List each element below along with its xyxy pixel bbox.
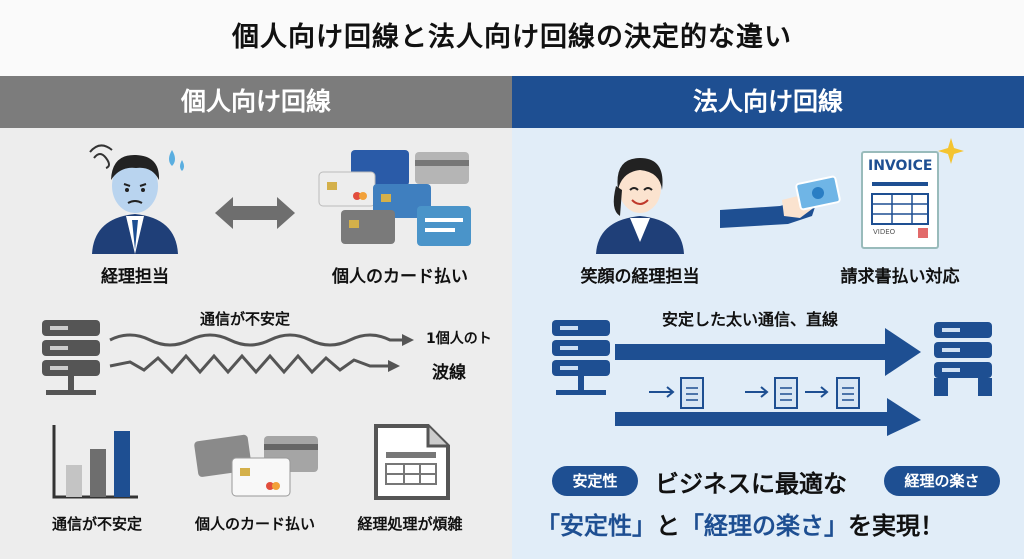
double-arrow-icon [215, 197, 295, 229]
document-icon [374, 424, 450, 500]
slogan-accounting: 「経理の楽さ」 [680, 512, 848, 540]
tagline-mid: ビジネスに最適な [655, 470, 847, 498]
wave-label: 波線 [432, 363, 466, 383]
cards-label: 個人のカード払い [332, 267, 468, 287]
unstable-signal-waves [109, 333, 414, 375]
server-icon-left [552, 320, 610, 395]
hand-payment-icon [720, 175, 841, 228]
slogan-and: と [656, 512, 680, 540]
stable-connection-arrows [615, 328, 921, 436]
network-label: 通信が不安定 [200, 310, 291, 328]
bottom-label-3: 経理処理が煩雑 [357, 515, 463, 533]
invoice-label: 請求書払い対応 [840, 267, 960, 287]
invoice-small-text: VIDEO [873, 228, 896, 236]
server-icon [42, 320, 100, 395]
pill-stable: 安定性 [552, 466, 638, 496]
credit-cards-icon [318, 150, 471, 246]
smiling-person-label: 笑顔の経理担当 [580, 267, 700, 287]
bottom-label-1: 通信が不安定 [51, 515, 142, 533]
page-title: 個人向け回線と法人向け回線の決定的な違い [0, 0, 1024, 76]
person-label: 経理担当 [101, 267, 169, 287]
sparkle-icon [938, 138, 964, 164]
slogan-stable: 「安定性」 [536, 512, 656, 540]
invoice-text: INVOICE [868, 158, 933, 174]
bottom-label-2: 個人のカード払い [194, 515, 315, 533]
worried-person-icon [89, 144, 184, 254]
invoice-icon [861, 151, 939, 249]
slogan: 「安定性」と「経理の楽さ」を実現！ [536, 506, 944, 541]
pill-accounting: 経理の楽さ [884, 466, 1000, 496]
smiling-person-icon [596, 158, 684, 254]
right-header: 法人向け回線 [512, 76, 1024, 128]
slogan-end: を実現！ [848, 512, 944, 540]
side-text: 1個人のト [426, 331, 492, 347]
bar-chart-icon [52, 425, 138, 499]
server-icon-right [934, 322, 992, 396]
left-header: 個人向け回線 [0, 76, 512, 128]
payment-cards-icon [194, 434, 318, 497]
stable-network-label: 安定した太い通信、直線 [662, 310, 839, 329]
